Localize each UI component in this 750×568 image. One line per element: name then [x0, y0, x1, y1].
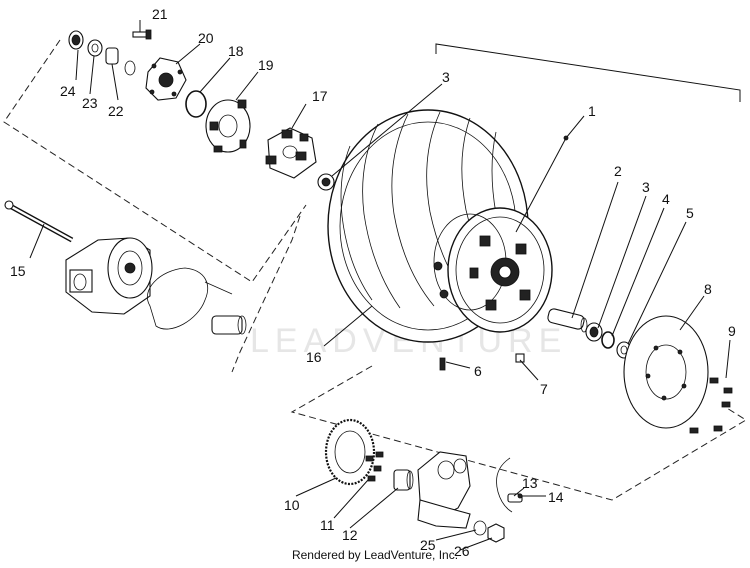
- callout-3-right: 3: [642, 179, 650, 195]
- callout-4: 4: [662, 191, 670, 207]
- callout-14: 14: [548, 489, 564, 505]
- disc-bolts-9: [689, 377, 733, 434]
- callout-24: 24: [60, 83, 76, 99]
- callout-21: 21: [152, 6, 168, 22]
- o-ring-4: [601, 331, 615, 349]
- render-credit: Rendered by LeadVenture, Inc.: [291, 548, 459, 562]
- callout-8: 8: [704, 281, 712, 297]
- bearing-23: [87, 39, 103, 57]
- axle-15: [4, 200, 74, 243]
- valve-stem-7: [515, 353, 525, 363]
- damper-rubber-17: [265, 127, 317, 179]
- valve-6: [439, 357, 446, 371]
- axle-collar-2: [547, 308, 588, 333]
- callout-5: 5: [686, 205, 694, 221]
- cush-drive-plate-19: [205, 99, 251, 153]
- callout-17: 17: [312, 88, 328, 104]
- hub-flange-20: [145, 57, 187, 101]
- seal-24: [68, 30, 84, 50]
- callout-22: 22: [108, 103, 124, 119]
- callout-3-top: 3: [442, 69, 450, 85]
- nut-26: [487, 523, 505, 543]
- callout-20: 20: [198, 30, 214, 46]
- assembly-bracket: [435, 43, 741, 102]
- dust-shield: [147, 267, 233, 330]
- callout-18: 18: [228, 43, 244, 59]
- brake-disc-8: [623, 315, 709, 429]
- washer-25: [473, 520, 487, 536]
- collar-12: [393, 469, 414, 491]
- callout-23: 23: [82, 95, 98, 111]
- callout-7: 7: [540, 381, 548, 397]
- bolts-11: [365, 451, 384, 482]
- sensor-13: [496, 457, 523, 513]
- o-ring-small-22: [124, 60, 136, 76]
- right-group-boundary: [290, 365, 747, 501]
- callout-15: 15: [10, 263, 26, 279]
- bolt-14: [517, 493, 523, 499]
- bolt-21: [132, 29, 152, 40]
- callout-2: 2: [614, 163, 622, 179]
- final-drive-15: [65, 237, 153, 315]
- o-ring-18: [185, 90, 207, 118]
- callout-11: 11: [320, 517, 335, 533]
- callout-1: 1: [588, 103, 596, 119]
- callout-25: 25: [420, 537, 436, 553]
- left-group-boundary: [3, 39, 307, 373]
- rim: [433, 207, 553, 333]
- callout-12: 12: [342, 527, 358, 543]
- callout-26: 26: [454, 543, 470, 559]
- callout-9: 9: [728, 323, 736, 339]
- tone-ring-10: [324, 418, 376, 486]
- spacer-tube: [211, 315, 247, 335]
- callout-13: 13: [522, 475, 538, 491]
- leader-lines: [29, 20, 731, 551]
- callout-19: 19: [258, 57, 274, 73]
- callout-10: 10: [284, 497, 300, 513]
- bearing-3-right: [585, 322, 603, 342]
- bearing-3-left: [317, 173, 335, 191]
- brake-caliper: [417, 451, 471, 529]
- callout-labels: 21 20 18 19 17 3 1 2 3 4 5 8 9 6 7 15 16…: [10, 6, 736, 559]
- callout-16: 16: [306, 349, 322, 365]
- callout-6: 6: [474, 363, 482, 379]
- spacer-22: [105, 47, 119, 65]
